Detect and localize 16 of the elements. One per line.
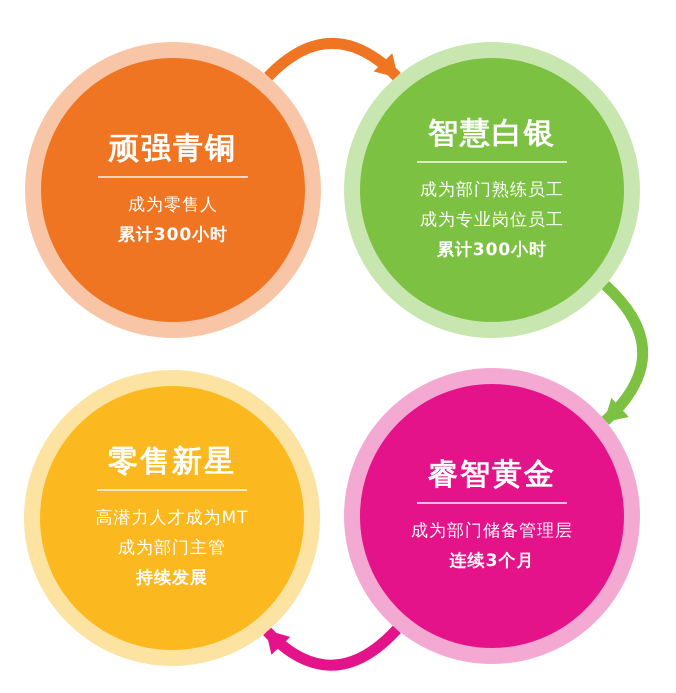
- stage-description: 连续3个月: [450, 550, 534, 573]
- stage-title: 智慧白银: [428, 115, 556, 153]
- stage-title: 睿智黄金: [428, 456, 556, 494]
- stage-title: 顽强青铜: [109, 130, 237, 168]
- stage-title: 零售新星: [108, 443, 236, 481]
- stage-description: 成为部门熟练员工: [420, 178, 564, 202]
- stage-description: 累计300小时: [436, 238, 548, 262]
- stage-description: 成为专业岗位员工: [420, 208, 564, 232]
- stage-description: 累计300小时: [118, 224, 228, 247]
- stage-description: 持续发展: [136, 566, 208, 590]
- stage-description: 成为部门储备管理层: [411, 520, 573, 543]
- curved-arrow: [264, 38, 401, 81]
- stage-description: 成为部门主管: [118, 536, 226, 560]
- curved-arrow: [263, 625, 401, 671]
- stage-description: 高潜力人才成为MT: [95, 506, 249, 530]
- stage-description: 成为零售人: [128, 194, 218, 217]
